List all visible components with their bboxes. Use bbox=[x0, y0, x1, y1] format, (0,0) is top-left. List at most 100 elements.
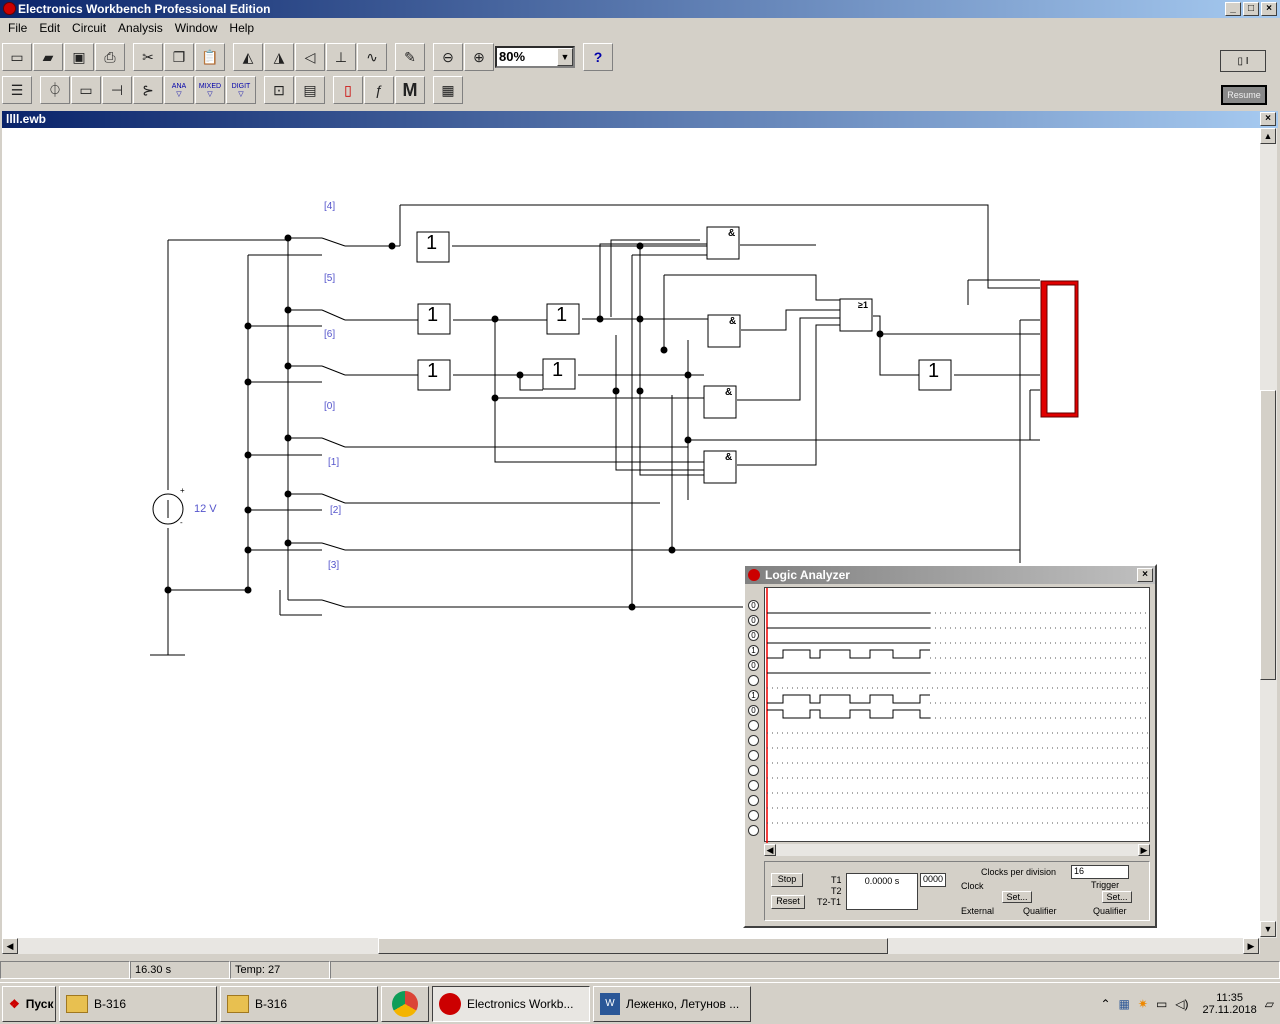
basic-bin-icon[interactable]: ▭ bbox=[71, 76, 101, 104]
menu-edit[interactable]: Edit bbox=[39, 21, 61, 35]
indicators-bin-icon[interactable]: ▯ bbox=[333, 76, 363, 104]
and-gate-3[interactable]: & bbox=[725, 387, 733, 398]
or-gate[interactable]: ≥1 bbox=[858, 300, 868, 310]
not-gate-1[interactable]: 1 bbox=[426, 232, 438, 254]
taskbar-item-workbench[interactable]: Electronics Workb... bbox=[432, 985, 590, 1022]
document-close-button[interactable]: × bbox=[1260, 112, 1276, 126]
analog-ic-bin[interactable]: ANA▽ bbox=[164, 76, 194, 104]
channel-indicator: 0 bbox=[748, 660, 759, 671]
menu-analysis[interactable]: Analysis bbox=[118, 21, 163, 35]
taskbar-item-folder[interactable]: B-316 bbox=[59, 985, 217, 1022]
menu-file[interactable]: File bbox=[8, 21, 28, 35]
start-button[interactable]: ❖Пуск bbox=[2, 985, 56, 1022]
flip-vertical-icon[interactable]: ◁ bbox=[295, 43, 325, 71]
chrome-icon[interactable] bbox=[381, 985, 429, 1022]
pencil-icon[interactable]: ✎ bbox=[395, 43, 425, 71]
t2-t1-label: T2-T1 bbox=[817, 897, 842, 907]
power-switch-icon[interactable]: ▯ I bbox=[1220, 50, 1266, 72]
zoom-select[interactable]: 80%▼ bbox=[495, 46, 575, 68]
diodes-bin-icon[interactable]: ⊣ bbox=[102, 76, 132, 104]
resume-button[interactable]: Resume bbox=[1221, 85, 1267, 105]
not-gate-3[interactable]: 1 bbox=[556, 304, 568, 326]
not-gate-6[interactable]: 1 bbox=[928, 360, 940, 382]
channel-indicator bbox=[748, 765, 759, 776]
chevron-up-icon[interactable]: ⌃ bbox=[1100, 996, 1111, 1011]
cut-icon[interactable]: ✂ bbox=[133, 43, 163, 71]
vertical-scroll-thumb[interactable] bbox=[1260, 390, 1276, 680]
analyzer-scroll-left-icon[interactable]: ◀ bbox=[764, 844, 776, 856]
clock-label: Clock bbox=[961, 881, 984, 891]
mixed-ic-bin[interactable]: MIXED▽ bbox=[195, 76, 225, 104]
clocks-per-division-input[interactable]: 16 bbox=[1071, 865, 1129, 879]
menu-circuit[interactable]: Circuit bbox=[72, 21, 107, 35]
and-gate-2[interactable]: & bbox=[729, 316, 737, 327]
print-icon[interactable]: ⎙ bbox=[95, 43, 125, 71]
circuit-canvas[interactable]: [4] [5] [6] [0] [1] [2] [3] 12 V + - 1 1… bbox=[2, 128, 1260, 938]
menu-help[interactable]: Help bbox=[229, 21, 255, 35]
digital-ic-bin[interactable]: DIGIT▽ bbox=[226, 76, 256, 104]
reset-button[interactable]: Reset bbox=[771, 895, 805, 909]
copy-icon[interactable]: ❐ bbox=[164, 43, 194, 71]
clock[interactable]: 11:35 27.11.2018 bbox=[1203, 992, 1257, 1016]
channel-indicator: 0 bbox=[748, 615, 759, 626]
flip-horizontal-icon[interactable]: ◮ bbox=[264, 43, 294, 71]
menu-window[interactable]: Window bbox=[174, 21, 218, 35]
horizontal-scrollbar[interactable]: ◀ ▶ bbox=[2, 938, 1260, 954]
volume-icon[interactable]: ◁) bbox=[1175, 996, 1189, 1011]
open-folder-icon[interactable]: ▰ bbox=[33, 43, 63, 71]
scroll-down-icon[interactable]: ▼ bbox=[1260, 921, 1276, 937]
t1-label: T1 bbox=[831, 875, 842, 885]
channel-indicator: 1 bbox=[748, 645, 759, 656]
horizontal-scroll-thumb[interactable] bbox=[378, 938, 888, 954]
trigger-set-button[interactable]: Set... bbox=[1102, 891, 1132, 903]
rotate-icon[interactable]: ◭ bbox=[233, 43, 263, 71]
create-subcircuit-icon[interactable]: ∿ bbox=[357, 43, 387, 71]
component-properties-icon[interactable]: ⊥ bbox=[326, 43, 356, 71]
minimize-button[interactable]: _ bbox=[1225, 2, 1241, 16]
channel-indicator: 0 bbox=[748, 600, 759, 611]
sources-bin-icon[interactable]: ⏀ bbox=[40, 76, 70, 104]
notifications-icon[interactable]: ▱ bbox=[1264, 996, 1274, 1011]
instruments-bin-icon[interactable]: ▦ bbox=[433, 76, 463, 104]
help-button[interactable]: ? bbox=[583, 43, 613, 71]
scroll-left-icon[interactable]: ◀ bbox=[2, 938, 18, 954]
stop-button[interactable]: Stop bbox=[771, 873, 803, 887]
digital-bin-icon[interactable]: ▤ bbox=[295, 76, 325, 104]
app-tray-icon[interactable]: ✷ bbox=[1137, 996, 1148, 1011]
save-icon[interactable]: ▣ bbox=[64, 43, 94, 71]
main-toolbar: ▭ ▰ ▣ ⎙ ✂ ❐ 📋 ◭ ◮ ◁ ⊥ ∿ ✎ ⊖ ⊕ 80%▼ ? bbox=[0, 42, 1280, 72]
vertical-scrollbar[interactable]: ▲ ▼ bbox=[1260, 128, 1277, 938]
controls-bin-icon[interactable]: ƒ bbox=[364, 76, 394, 104]
maximize-button[interactable]: □ bbox=[1243, 2, 1259, 16]
not-gate-5[interactable]: 1 bbox=[552, 359, 564, 381]
misc-bin[interactable]: M bbox=[395, 76, 425, 104]
transistors-bin-icon[interactable]: ⊱ bbox=[133, 76, 163, 104]
and-gate-1[interactable]: & bbox=[728, 228, 736, 239]
windows-logo-icon: ❖ bbox=[9, 996, 20, 1011]
not-gate-2[interactable]: 1 bbox=[427, 304, 439, 326]
logic-analyzer-window[interactable]: Logic Analyzer × 0 0 0 1 0 1 0 bbox=[743, 564, 1157, 928]
taskbar-item-folder[interactable]: B-316 bbox=[220, 985, 378, 1022]
zoom-out-icon[interactable]: ⊖ bbox=[433, 43, 463, 71]
not-gate-4[interactable]: 1 bbox=[427, 360, 439, 382]
chevron-down-icon[interactable]: ▼ bbox=[557, 48, 573, 66]
scroll-up-icon[interactable]: ▲ bbox=[1260, 128, 1276, 144]
favorites-bin-icon[interactable]: ☰ bbox=[2, 76, 32, 104]
waveform-display[interactable] bbox=[764, 587, 1150, 843]
hex-readout: 0000 bbox=[920, 873, 946, 887]
logic-gates-bin-icon[interactable]: ⊡ bbox=[264, 76, 294, 104]
scroll-right-icon[interactable]: ▶ bbox=[1243, 938, 1259, 954]
paste-icon[interactable]: 📋 bbox=[195, 43, 225, 71]
and-gate-4[interactable]: & bbox=[725, 452, 733, 463]
analyzer-scroll-right-icon[interactable]: ▶ bbox=[1138, 844, 1150, 856]
devices-icon[interactable]: ▭ bbox=[1155, 996, 1168, 1011]
close-button[interactable]: × bbox=[1261, 2, 1277, 16]
zoom-in-icon[interactable]: ⊕ bbox=[464, 43, 494, 71]
analyzer-close-button[interactable]: × bbox=[1137, 568, 1153, 582]
new-file-icon[interactable]: ▭ bbox=[2, 43, 32, 71]
analyzer-hscrollbar[interactable]: ◀ ▶ bbox=[764, 844, 1150, 856]
switch-label-5: [5] bbox=[324, 273, 336, 284]
network-icon[interactable]: ▦ bbox=[1118, 996, 1130, 1011]
clock-set-button[interactable]: Set... bbox=[1002, 891, 1032, 903]
